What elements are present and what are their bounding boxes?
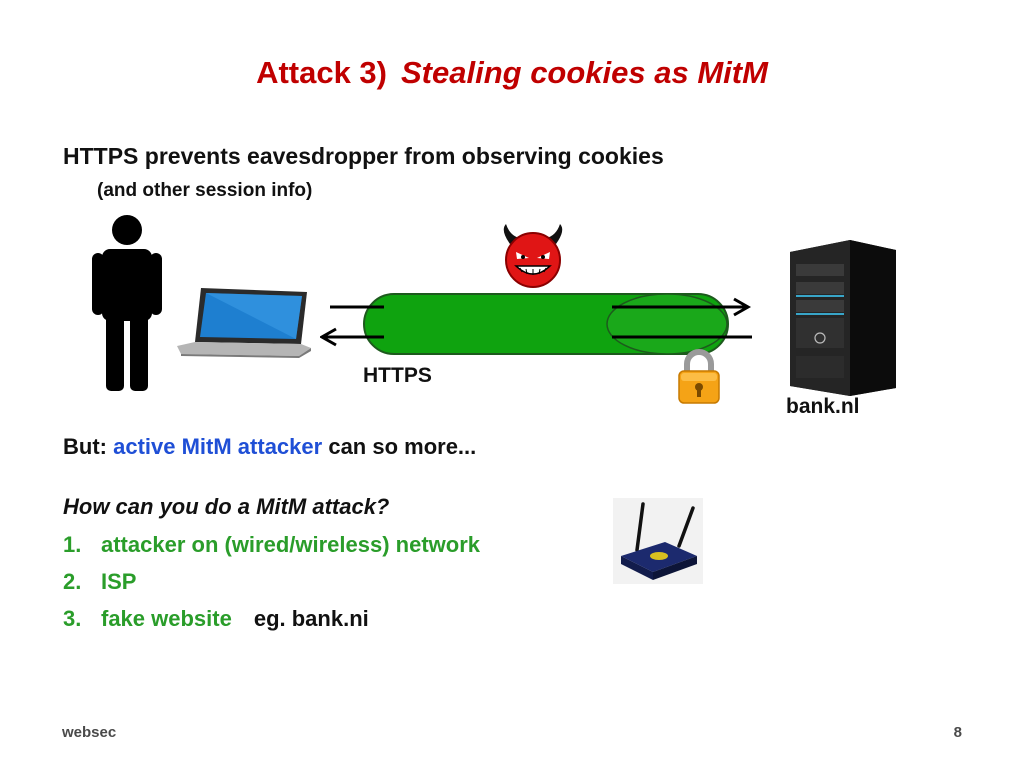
mitm-question: How can you do a MitM attack?: [63, 494, 390, 519]
devil-icon: [503, 224, 563, 288]
list-text: ISP: [101, 569, 137, 594]
server-icon: [790, 240, 896, 396]
page-number: 8: [953, 724, 962, 741]
intro-line: HTTPS prevents eavesdropper from observi…: [63, 143, 664, 169]
list-number: 1.: [63, 532, 82, 557]
list-item: 1. attacker on (wired/wireless) network: [63, 531, 480, 568]
intro-subline: (and other session info): [97, 180, 313, 201]
list-text: fake website: [101, 606, 232, 631]
slide-title: Attack 3) Stealing cookies as MitM: [0, 55, 1024, 91]
statement-highlight: active MitM attacker: [113, 434, 323, 459]
list-text: attacker on (wired/wireless) network: [101, 532, 481, 557]
title-subtitle: Stealing cookies as MitM: [401, 55, 768, 90]
statement-suffix: can so more...: [328, 434, 477, 459]
footer-course: websec: [62, 724, 117, 741]
list-item: 3. fake website eg. bank.ni: [63, 605, 480, 642]
padlock-icon: [678, 349, 720, 404]
person-icon: [92, 215, 162, 391]
title-main: Attack 3): [256, 55, 387, 90]
laptop-icon: [177, 288, 311, 358]
list-item: 2. ISP: [63, 568, 480, 605]
router-icon: [613, 498, 703, 584]
https-tunnel: [320, 293, 752, 355]
list-number: 2.: [63, 569, 82, 594]
attacker-statement: But: active MitM attacker can so more...: [63, 434, 476, 460]
list-number: 3.: [63, 606, 82, 631]
server-label: bank.nl: [786, 395, 860, 418]
https-label: HTTPS: [363, 364, 432, 387]
list-extra-text: eg. bank.ni: [253, 606, 369, 631]
attack-vector-list: 1. attacker on (wired/wireless) network 2…: [63, 531, 480, 642]
statement-prefix: But:: [63, 434, 107, 459]
